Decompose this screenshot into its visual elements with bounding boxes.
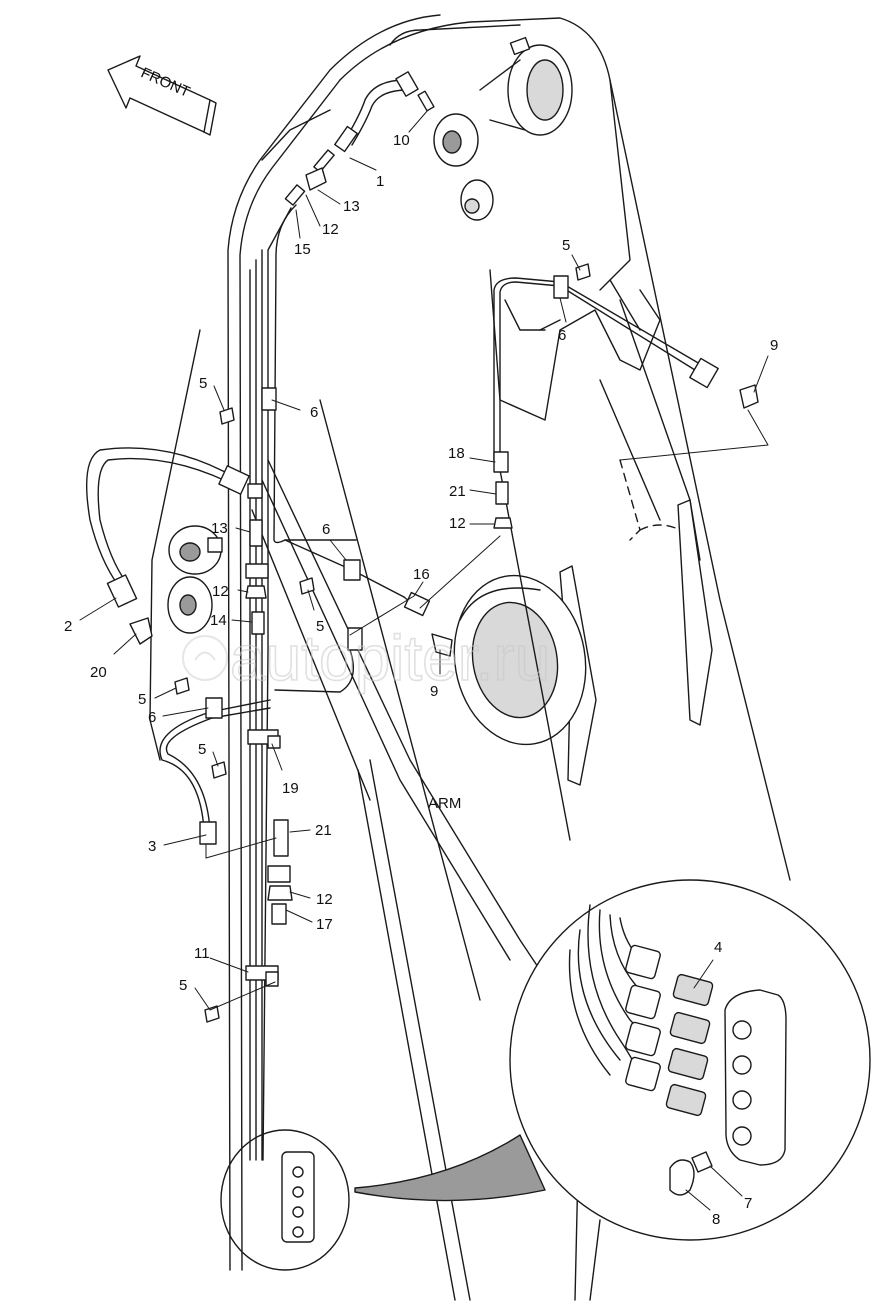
callout-5f: 5 xyxy=(179,977,187,994)
callout-6d: 6 xyxy=(148,709,156,726)
callout-16: 16 xyxy=(413,566,430,583)
callout-5c: 5 xyxy=(316,618,324,635)
callout-13b: 13 xyxy=(211,520,228,537)
callout-14: 14 xyxy=(210,612,227,629)
callout-labels: 1 2 3 4 5 5 5 5 5 5 6 6 6 6 7 8 9 9 10 1… xyxy=(64,132,778,1228)
callout-2: 2 xyxy=(64,618,72,635)
callout-1: 1 xyxy=(376,173,384,190)
callout-13a: 13 xyxy=(343,198,360,215)
callout-5a: 5 xyxy=(562,237,570,254)
callout-6b: 6 xyxy=(310,404,318,421)
clamps xyxy=(174,263,591,1023)
callout-12c: 12 xyxy=(212,583,229,600)
callout-12a: 12 xyxy=(322,221,339,238)
callout-9b: 9 xyxy=(430,683,438,700)
callout-19: 19 xyxy=(282,780,299,797)
callout-8: 8 xyxy=(712,1211,720,1228)
callout-17: 17 xyxy=(316,916,333,933)
callout-9a: 9 xyxy=(770,337,778,354)
callout-7: 7 xyxy=(744,1195,752,1212)
callout-5b: 5 xyxy=(199,375,207,392)
pipes xyxy=(85,71,759,1271)
callout-5e: 5 xyxy=(198,741,206,758)
callout-12d: 12 xyxy=(316,891,333,908)
callout-3: 3 xyxy=(148,838,156,855)
front-arrow: FRONT xyxy=(107,55,217,136)
callout-6c: 6 xyxy=(322,521,330,538)
arm-body xyxy=(149,14,791,1301)
callout-5d: 5 xyxy=(138,691,146,708)
callout-15: 15 xyxy=(294,241,311,258)
callout-4: 4 xyxy=(714,939,722,956)
callout-21b: 21 xyxy=(315,822,332,839)
callout-20: 20 xyxy=(90,664,107,681)
watermark-text: autopiter.ru xyxy=(230,622,550,694)
callout-21a: 21 xyxy=(449,483,466,500)
callout-12b: 12 xyxy=(449,515,466,532)
callout-18: 18 xyxy=(448,445,465,462)
leader-lines xyxy=(79,109,769,1211)
arm-label: ARM xyxy=(428,795,461,812)
callout-6a: 6 xyxy=(558,327,566,344)
detail-view xyxy=(354,879,871,1241)
callout-10: 10 xyxy=(393,132,410,149)
watermark-logo xyxy=(182,635,228,681)
callout-11: 11 xyxy=(194,945,210,962)
